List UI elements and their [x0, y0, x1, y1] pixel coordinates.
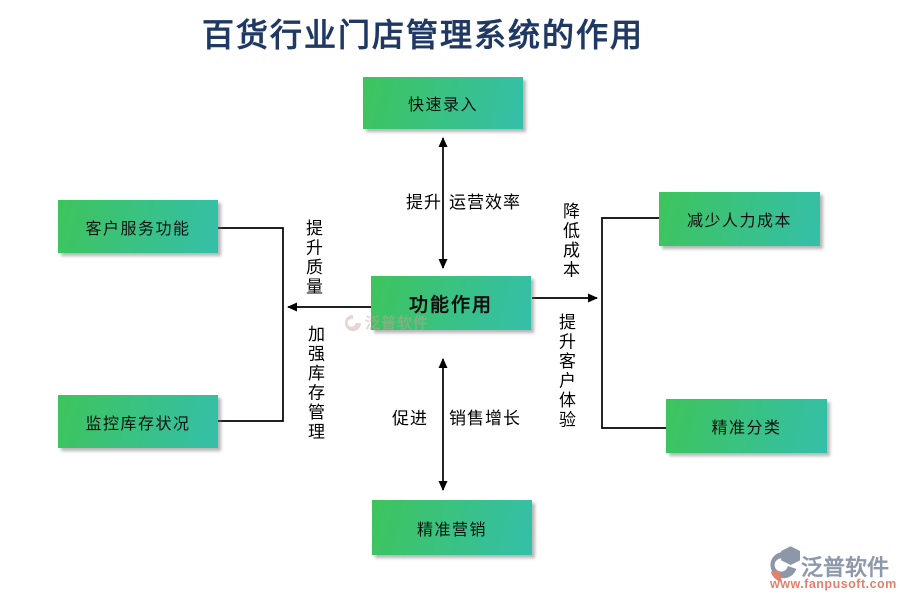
fanpu-logo-icon	[770, 546, 800, 582]
node-reduce-labor-cost: 减少人力成本	[659, 192, 820, 246]
node-function-role: 功能作用	[371, 276, 531, 330]
edge-label-sales-growth: 销售增长	[449, 409, 521, 428]
brand-website: www.fanpusoft.com	[770, 577, 897, 591]
node-quick-entry: 快速录入	[363, 77, 523, 129]
edge-label-strengthen-inventory: 加强库存管理	[305, 325, 324, 442]
page-title: 百货行业门店管理系统的作用	[201, 17, 645, 53]
bracket-left	[218, 227, 284, 422]
brand-name: 泛普软件	[801, 555, 890, 580]
edge-label-reduce-cost: 降低成本	[560, 202, 579, 280]
edge-label-operation-efficiency: 运营效率	[449, 193, 521, 212]
edge-label-improve-quality: 提升质量	[303, 219, 322, 297]
node-inventory-monitor: 监控库存状况	[58, 395, 218, 448]
node-customer-service: 客户服务功能	[58, 200, 218, 253]
watermark-logo-icon	[344, 314, 362, 331]
node-precision-marketing: 精准营销	[372, 500, 532, 555]
bracket-right	[601, 217, 666, 429]
node-precise-classification: 精准分类	[666, 399, 827, 453]
edge-label-promote: 促进	[392, 409, 428, 428]
edge-label-customer-experience: 提升客户体验	[556, 313, 575, 430]
watermark-text: 泛普软件	[365, 315, 430, 332]
fanpu-brand-block: 泛普软件 www.fanpusoft.com	[768, 546, 900, 596]
center-watermark: 泛普软件	[344, 312, 429, 333]
edge-label-improve: 提升	[406, 193, 442, 212]
